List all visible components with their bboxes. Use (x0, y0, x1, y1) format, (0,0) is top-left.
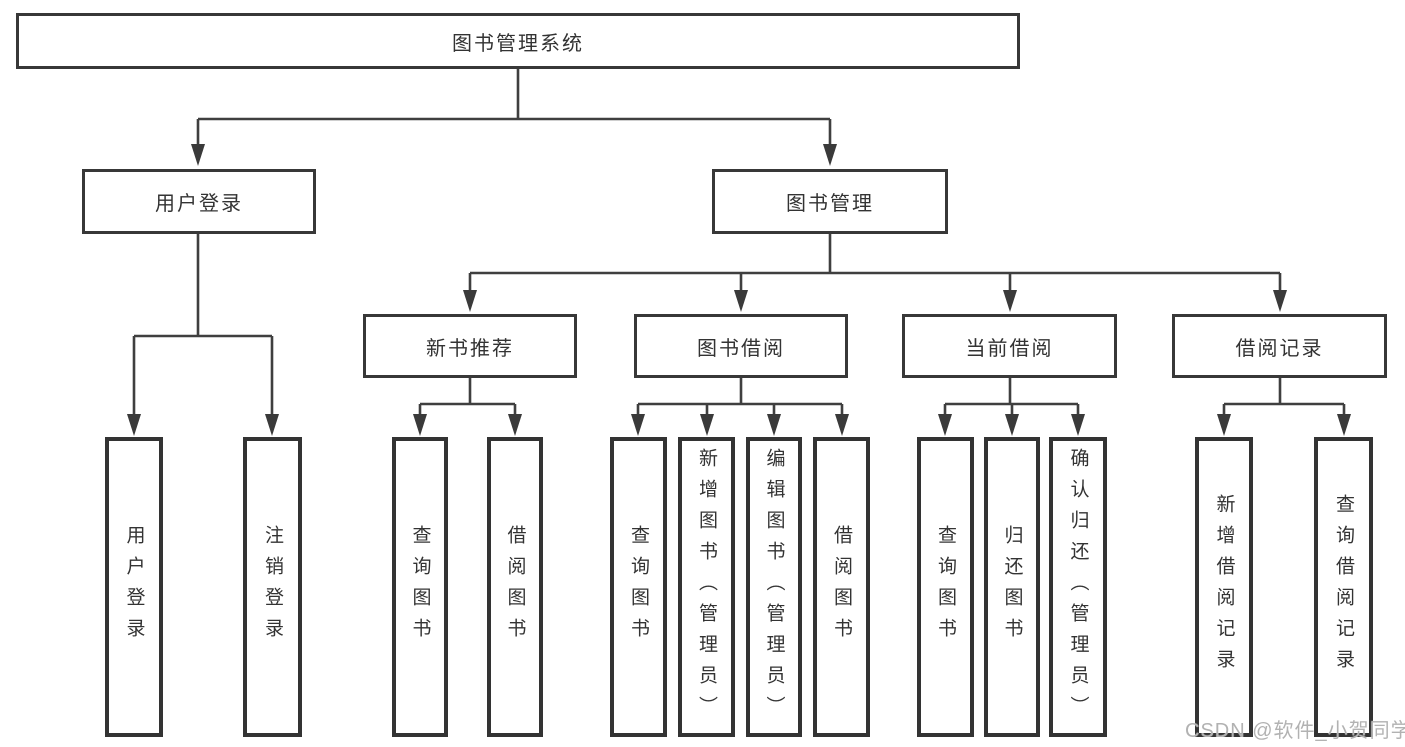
leaf-add-borrow-record: 新增借阅记录 (1195, 437, 1253, 737)
leaf-borrow-books-label: 借阅图书 (831, 525, 852, 649)
node-user-login-label: 用户登录 (155, 193, 243, 215)
leaf-confirm-return-admin: 确认归还（管理员） (1049, 437, 1107, 737)
node-book-management: 图书管理 (712, 169, 948, 234)
node-book-management-label: 图书管理 (786, 193, 874, 215)
node-new-book-recommend: 新书推荐 (363, 314, 577, 378)
watermark: CSDN @软件_小贺同学 (1185, 720, 1405, 742)
leaf-add-books-admin: 新增图书（管理员） (678, 437, 735, 737)
leaf-borrow-books-recommend: 借阅图书 (487, 437, 543, 737)
leaf-query-books-current: 查询图书 (917, 437, 974, 737)
leaf-confirm-return-admin-label: 确认归还（管理员） (1067, 447, 1089, 727)
leaf-borrow-books: 借阅图书 (813, 437, 870, 737)
leaf-return-books: 归还图书 (984, 437, 1040, 737)
node-current-borrowing: 当前借阅 (902, 314, 1117, 378)
leaf-return-books-label: 归还图书 (1001, 525, 1023, 649)
leaf-query-borrow-record: 查询借阅记录 (1314, 437, 1373, 737)
node-book-borrowing: 图书借阅 (634, 314, 848, 378)
leaf-user-login: 用户登录 (105, 437, 163, 737)
leaf-query-borrow-record-label: 查询借阅记录 (1333, 494, 1354, 680)
leaf-query-books-current-label: 查询图书 (935, 525, 956, 649)
leaf-query-books-borrowing-label: 查询图书 (628, 525, 649, 649)
leaf-edit-books-admin-label: 编辑图书（管理员） (763, 447, 785, 727)
leaf-add-borrow-record-label: 新增借阅记录 (1213, 494, 1235, 680)
node-new-book-recommend-label: 新书推荐 (426, 337, 514, 360)
leaf-query-books-borrowing: 查询图书 (610, 437, 667, 737)
node-current-borrowing-label: 当前借阅 (965, 337, 1054, 360)
node-root-label: 图书管理系统 (452, 32, 584, 55)
node-book-borrowing-label: 图书借阅 (697, 337, 785, 360)
leaf-add-books-admin-label: 新增图书（管理员） (696, 447, 717, 727)
node-root: 图书管理系统 (16, 13, 1020, 69)
leaf-query-books-recommend-label: 查询图书 (409, 525, 431, 649)
leaf-edit-books-admin: 编辑图书（管理员） (746, 437, 802, 737)
node-user-login: 用户登录 (82, 169, 316, 234)
leaf-logout-label: 注销登录 (262, 525, 283, 649)
leaf-user-login-label: 用户登录 (123, 525, 145, 649)
leaf-logout: 注销登录 (243, 437, 302, 737)
node-borrowing-records: 借阅记录 (1172, 314, 1387, 378)
leaf-borrow-books-recommend-label: 借阅图书 (504, 525, 526, 649)
leaf-query-books-recommend: 查询图书 (392, 437, 448, 737)
node-borrowing-records-label: 借阅记录 (1235, 337, 1324, 360)
